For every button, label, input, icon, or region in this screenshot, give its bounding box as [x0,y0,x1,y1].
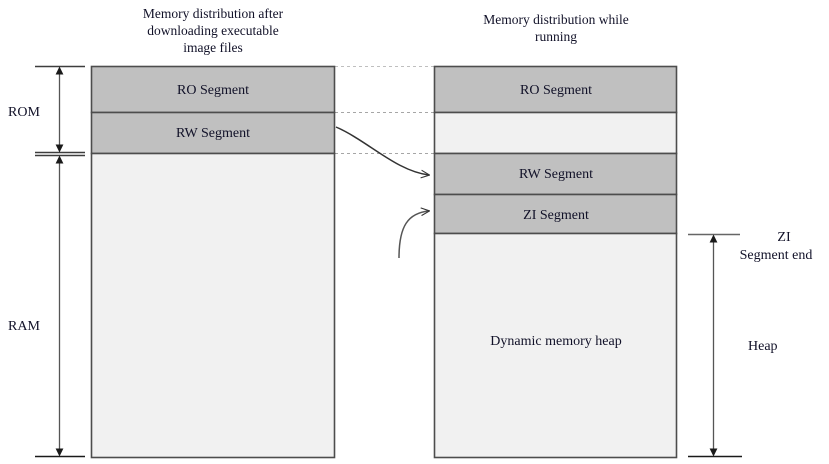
bracket-ram-label: RAM [8,319,40,334]
transition-arrows [335,126,429,259]
right-segment-gap [433,111,678,155]
right-segment-ro [433,65,678,114]
bracket-zi-label-line-2: Segment end [740,248,813,263]
right-segment-rw-label: RW Segment [519,167,593,182]
left-segment-free [90,152,336,459]
right-title-line-2: running [535,29,577,44]
right-segment-zi-label: ZI Segment [523,208,589,223]
right-segment-heap-label: Dynamic memory heap [490,334,621,349]
arrow-heap-to-zi [398,211,429,259]
left-segment-rw [90,111,336,155]
right-memory-column [433,65,678,459]
bracket-heap-arrowhead-down [709,448,718,457]
bracket-rom-arrowhead-down [55,144,64,153]
bracket-rom-label: ROM [8,105,40,120]
dashed-guide-lines [335,66,434,154]
bracket-zi-label-line-1: ZI [777,230,791,245]
bracket-heap [688,234,742,458]
right-segment-ro-label: RO Segment [520,83,592,98]
right-segment-heap [433,232,678,459]
left-segment-ro-label: RO Segment [177,83,249,98]
bracket-heap-arrowhead-up [709,234,718,243]
right-column-title: Memory distribution while running [483,12,629,44]
left-title-line-2: downloading executable [147,23,279,38]
left-title-line-3: image files [183,40,243,55]
bracket-heap-label: Heap [748,339,778,354]
right-segment-rw [433,152,678,196]
bracket-ram-arrowhead-up [55,155,64,164]
bracket-ram [35,154,85,458]
bracket-rom-arrowhead-up [55,66,64,75]
left-segment-rw-label: RW Segment [176,126,250,141]
right-segment-zi [433,193,678,235]
arrow-rw-to-rw [335,126,429,175]
left-title-line-1: Memory distribution after [143,6,284,21]
left-column-title: Memory distribution after downloading ex… [143,6,284,55]
right-title-line-1: Memory distribution while [483,12,629,27]
bracket-rom [35,65,85,154]
bracket-ram-arrowhead-down [55,448,64,457]
left-memory-column [90,65,336,459]
